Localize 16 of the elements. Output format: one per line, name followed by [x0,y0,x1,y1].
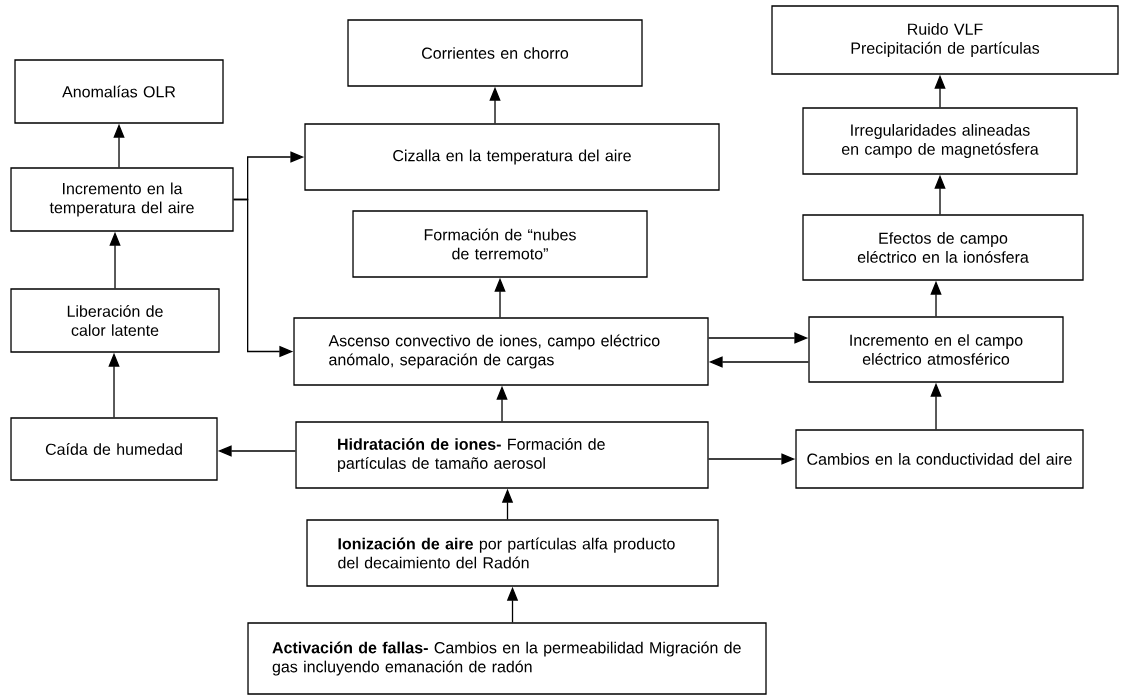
process-box: Efectos de campo eléctrico en la ionósfera [802,214,1084,281]
process-box: Ruido VLF Precipitación de partículas [771,5,1119,75]
process-box: Activación de fallas- Cambios en la permeabilidad Migración de gas incluyendo emanación de radón [247,622,767,695]
process-box: Ionización de aire por partículas alfa producto del decaimiento del Radón [306,519,719,587]
process-box: Incremento en la temperatura del aire [10,167,234,232]
process-box: Liberación de calor latente [10,288,220,353]
process-box: Anomalías OLR [14,59,224,124]
process-box: Hidratación de iones- Formación de partículas de tamaño aerosol [295,421,709,489]
process-box: Cambios en la conductividad del aire [795,429,1084,489]
process-box: Formación de “nubes de terremoto” [352,210,648,278]
process-box: Incremento en el campo eléctrico atmosférico [808,316,1064,383]
process-box: Ascenso convectivo de iones, campo eléctrico anómalo, separación de cargas [293,317,709,386]
process-box: Irregularidades alineadas en campo de magnetósfera [802,107,1078,175]
process-box: Corrientes en chorro [347,19,643,87]
process-box: Caída de humedad [10,417,218,481]
process-box: Cizalla en la temperatura del aire [304,123,720,191]
